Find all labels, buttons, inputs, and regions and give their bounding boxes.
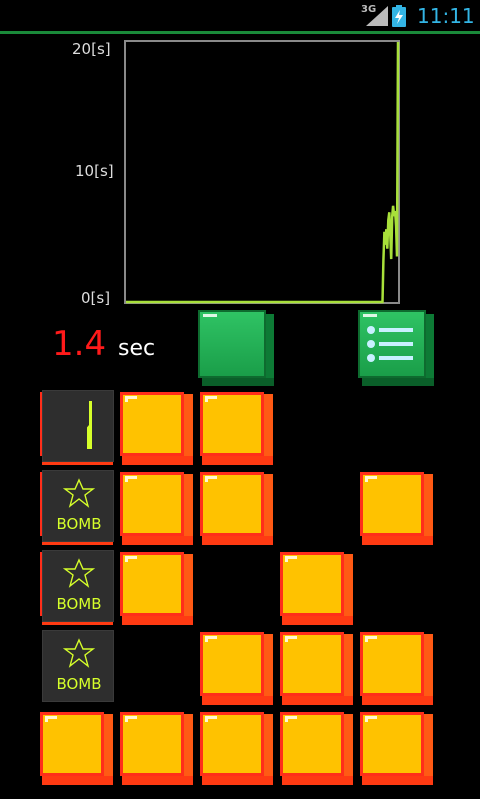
hidden-tile[interactable] (358, 710, 436, 788)
hidden-tile[interactable] (278, 550, 356, 628)
battery-icon (392, 5, 406, 27)
menu-button[interactable] (358, 310, 436, 388)
bomb-label: BOMB (56, 595, 102, 613)
hidden-tile[interactable] (198, 390, 276, 468)
status-bar: 3G 11:11 (0, 0, 480, 34)
bomb-star-icon (63, 638, 95, 668)
status-divider (0, 31, 480, 34)
hidden-tile[interactable] (198, 470, 276, 548)
restart-button[interactable] (198, 310, 276, 388)
hidden-tile[interactable] (358, 470, 436, 548)
hidden-tile[interactable] (118, 470, 196, 548)
hidden-tile[interactable] (118, 390, 196, 468)
elapsed-time-unit: sec (118, 336, 156, 361)
bomb-label: BOMB (56, 515, 102, 533)
series-line (126, 41, 400, 304)
bomb-star-icon (63, 478, 95, 508)
hidden-tile[interactable] (118, 710, 196, 788)
signal-icon (366, 6, 388, 26)
bomb-cell: BOMB (42, 550, 114, 622)
clock: 11:11 (417, 4, 475, 28)
y-tick-label: 20[s] (72, 40, 111, 58)
number-cell (42, 390, 114, 462)
bomb-cell: BOMB (42, 470, 114, 542)
chart-frame (124, 40, 400, 304)
hidden-tile[interactable] (38, 710, 116, 788)
y-tick-label: 10[s] (75, 162, 114, 180)
y-tick-label: 0[s] (81, 289, 111, 307)
hidden-tile[interactable] (198, 630, 276, 708)
hidden-tile[interactable] (358, 630, 436, 708)
hidden-tile[interactable] (278, 630, 356, 708)
time-history-chart (124, 40, 400, 304)
network-type: 3G (361, 4, 377, 15)
bomb-label: BOMB (56, 675, 102, 693)
hidden-tile[interactable] (278, 710, 356, 788)
list-icon (367, 326, 413, 362)
elapsed-time-value: 1.4 (52, 324, 107, 364)
digit-glyph (87, 401, 92, 449)
bomb-star-icon (63, 558, 95, 588)
bomb-cell: BOMB (42, 630, 114, 702)
hidden-tile[interactable] (198, 710, 276, 788)
hidden-tile[interactable] (118, 550, 196, 628)
